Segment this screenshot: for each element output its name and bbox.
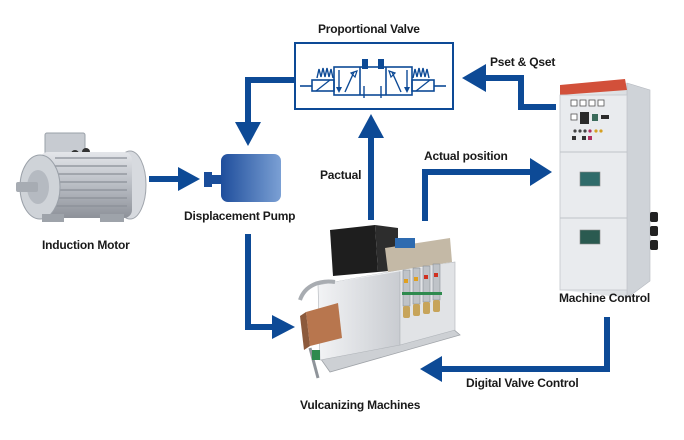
proportional-valve-label: Proportional Valve xyxy=(318,22,420,36)
pactual-label: Pactual xyxy=(320,168,362,182)
machine-control-label: Machine Control xyxy=(559,291,651,305)
edge-pump-to-machines xyxy=(245,234,295,339)
actual-position-label: Actual position xyxy=(424,149,508,163)
vulcanizing-machines-label: Vulcanizing Machines xyxy=(300,398,421,412)
digital-valve-control-label: Digital Valve Control xyxy=(466,376,579,390)
edge-valve-to-pump xyxy=(235,77,295,146)
machine-control-cabinet-image xyxy=(559,79,658,299)
edge-motor-to-pump xyxy=(149,167,200,191)
edge-pactual xyxy=(358,114,384,220)
edge-actual-position xyxy=(422,158,552,221)
pset-qset-label: Pset & Qset xyxy=(490,55,556,69)
induction-motor-image xyxy=(16,132,147,222)
displacement-pump-label: Displacement Pump xyxy=(184,209,296,223)
edge-digital-valve-control xyxy=(420,317,610,382)
edge-pset-qset xyxy=(462,64,556,110)
displacement-pump-icon xyxy=(204,154,281,202)
proportional-valve-symbol xyxy=(294,42,454,110)
induction-motor-label: Induction Motor xyxy=(42,238,130,252)
vulcanizing-machines-image xyxy=(298,225,461,379)
